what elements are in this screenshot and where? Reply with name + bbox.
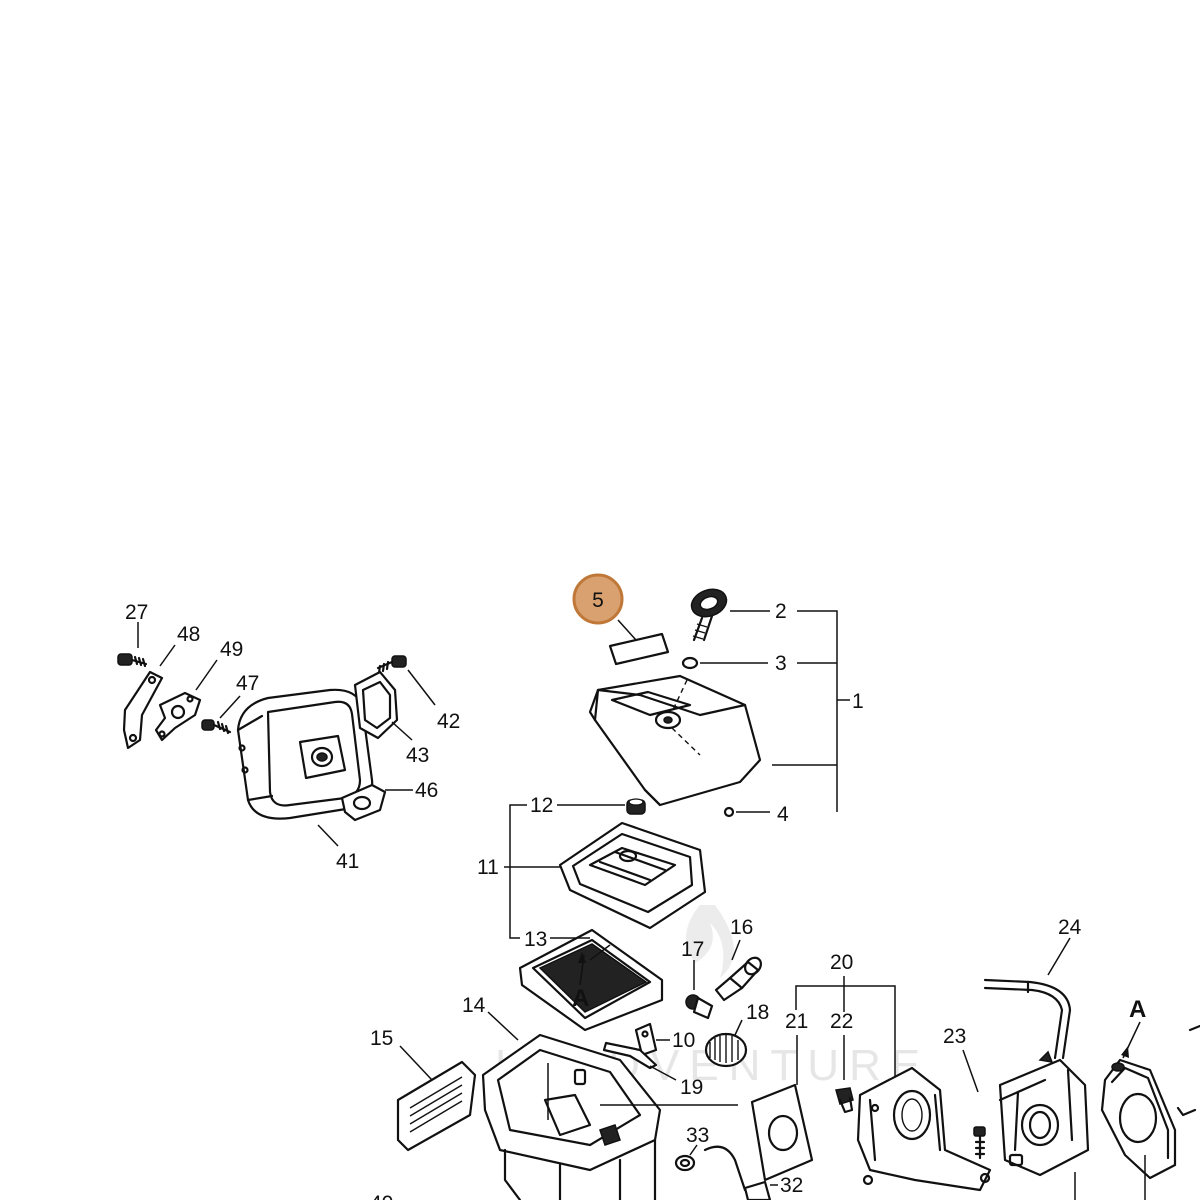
callout-40[interactable]: 40 xyxy=(370,1192,393,1200)
part-air-filter-cover[interactable] xyxy=(588,674,762,807)
callout-43[interactable]: 43 xyxy=(406,744,429,767)
part-adjust-bolt[interactable] xyxy=(714,955,764,1002)
view-marker-a-1[interactable]: A xyxy=(572,985,589,1012)
part-carburetor-housing[interactable] xyxy=(481,1033,662,1200)
part-o-ring[interactable] xyxy=(681,656,699,670)
leader-47 xyxy=(219,695,241,719)
callout-2[interactable]: 2 xyxy=(775,600,787,623)
bracket-11 xyxy=(504,804,560,939)
callout-33[interactable]: 33 xyxy=(686,1124,709,1147)
part-guide-plate[interactable] xyxy=(602,1041,658,1070)
part-clamp[interactable] xyxy=(685,994,714,1020)
leader-49 xyxy=(195,659,218,691)
callout-5[interactable]: 5 xyxy=(592,589,604,612)
callout-49[interactable]: 49 xyxy=(220,638,243,661)
part-muffler-gasket[interactable] xyxy=(340,783,387,822)
part-bracket-plate[interactable] xyxy=(634,1022,658,1057)
part-cover-nut[interactable] xyxy=(723,806,735,818)
part-screw-27[interactable] xyxy=(117,653,148,668)
part-bushing[interactable] xyxy=(674,1145,747,1192)
callout-17[interactable]: 17 xyxy=(681,938,704,961)
callout-47[interactable]: 47 xyxy=(236,672,259,695)
leader-24 xyxy=(1047,937,1071,976)
part-muffler-plate[interactable] xyxy=(154,691,202,742)
part-fuel-hose[interactable] xyxy=(983,978,1072,1060)
leader-18 xyxy=(734,1019,743,1036)
callout-3[interactable]: 3 xyxy=(775,652,787,675)
leader-41 xyxy=(317,824,339,847)
part-filter-gasket[interactable] xyxy=(518,928,664,1032)
callout-1[interactable]: 1 xyxy=(852,690,864,713)
part-knob[interactable] xyxy=(688,585,731,642)
leader-5 xyxy=(617,619,637,641)
part-screw-47[interactable] xyxy=(201,719,232,735)
callout-12[interactable]: 12 xyxy=(530,794,553,817)
part-label-decal[interactable] xyxy=(608,632,670,666)
callout-32[interactable]: 32 xyxy=(780,1174,803,1197)
part-fitting[interactable] xyxy=(743,1180,772,1200)
part-gear[interactable] xyxy=(704,1032,748,1068)
callout-22[interactable]: 22 xyxy=(830,1010,853,1033)
bracket-20 xyxy=(795,976,896,1110)
callout-14[interactable]: 14 xyxy=(462,994,486,1017)
part-insulator-block[interactable] xyxy=(856,1066,992,1192)
callout-46[interactable]: 46 xyxy=(415,779,438,802)
arrow-view-a xyxy=(578,952,586,963)
leader-43 xyxy=(391,721,413,741)
part-right-edge xyxy=(1176,1024,1200,1117)
leader-42 xyxy=(407,669,436,706)
callout-16[interactable]: 16 xyxy=(730,916,753,939)
part-screw-23[interactable] xyxy=(973,1126,986,1160)
callout-41[interactable]: 41 xyxy=(336,850,359,873)
callout-24[interactable]: 24 xyxy=(1058,916,1082,939)
callout-21[interactable]: 21 xyxy=(785,1010,808,1033)
view-marker-a-2[interactable]: A xyxy=(1129,996,1146,1023)
leader-33 xyxy=(689,1144,698,1156)
callout-19[interactable]: 19 xyxy=(680,1076,703,1099)
callout-18[interactable]: 18 xyxy=(746,1001,769,1024)
callout-27[interactable]: 27 xyxy=(125,601,148,624)
callout-15[interactable]: 15 xyxy=(370,1027,393,1050)
callout-11[interactable]: 11 xyxy=(477,856,499,879)
part-mount-bracket[interactable] xyxy=(122,670,164,750)
part-carburetor[interactable] xyxy=(998,1050,1090,1177)
callout-23[interactable]: 23 xyxy=(943,1025,966,1048)
leader-48 xyxy=(159,644,176,667)
arrow-view-a-2 xyxy=(1121,1046,1129,1058)
leader-19 xyxy=(649,1065,677,1081)
part-spacer-nut[interactable] xyxy=(835,1087,854,1114)
part-insulator-gasket[interactable] xyxy=(750,1083,814,1182)
callout-4[interactable]: 4 xyxy=(777,803,789,826)
leader-14 xyxy=(487,1011,519,1041)
bracket-1 xyxy=(772,610,850,812)
leader-15 xyxy=(399,1045,433,1081)
part-air-filter[interactable] xyxy=(558,821,707,930)
leader-23 xyxy=(962,1049,979,1093)
part-intake-flange[interactable] xyxy=(1100,1058,1177,1180)
callout-42[interactable]: 42 xyxy=(437,710,460,733)
part-grommet[interactable] xyxy=(626,798,646,815)
callout-10[interactable]: 10 xyxy=(672,1029,695,1052)
part-side-plate[interactable] xyxy=(396,1060,477,1152)
leader-16 xyxy=(731,939,741,961)
part-screw-42[interactable] xyxy=(376,655,407,675)
callout-48[interactable]: 48 xyxy=(177,623,200,646)
highlight-circle-5[interactable] xyxy=(572,573,624,625)
callout-20[interactable]: 20 xyxy=(830,951,853,974)
callout-13[interactable]: 13 xyxy=(524,928,547,951)
